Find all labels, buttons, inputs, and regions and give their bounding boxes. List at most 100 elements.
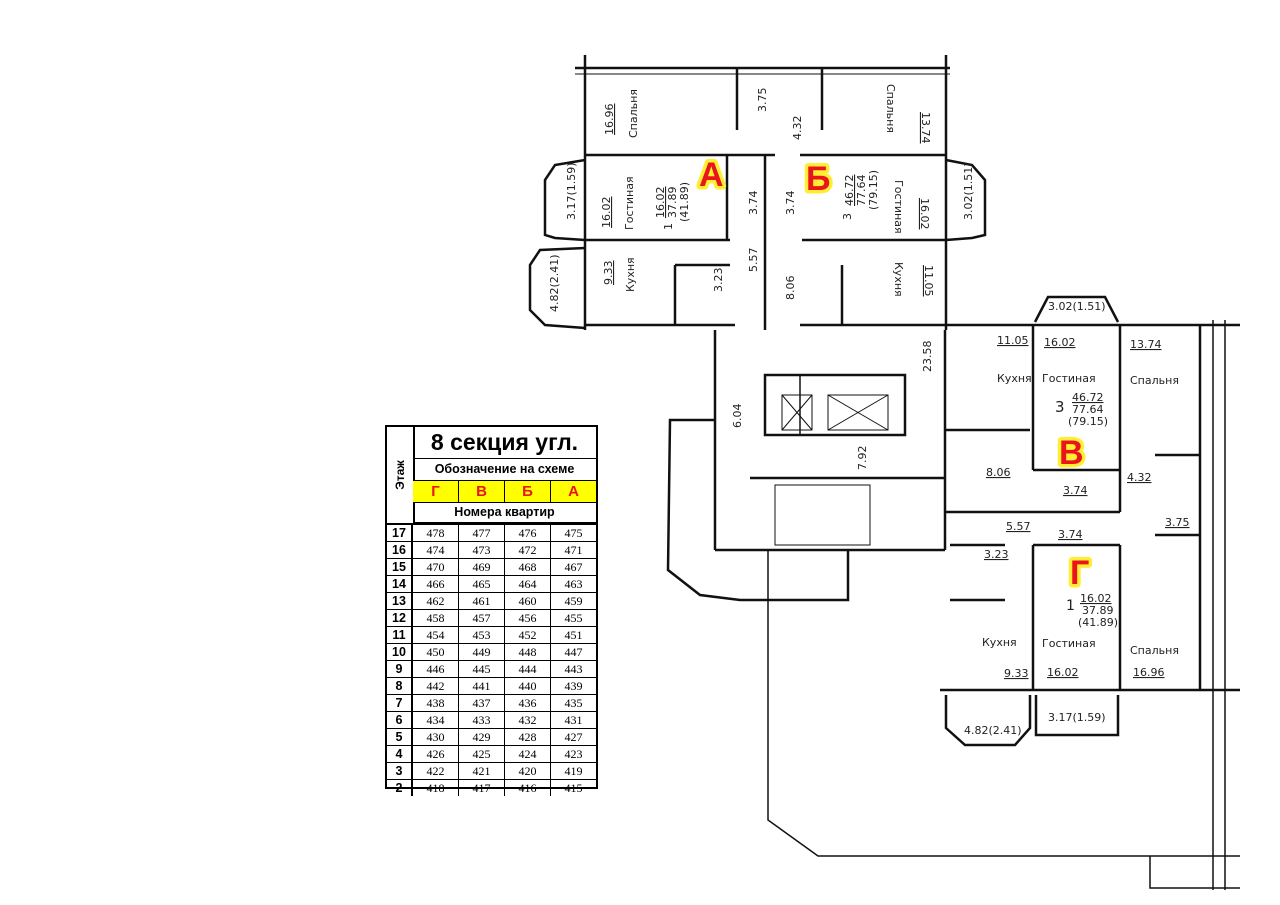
- label: Гостиная: [623, 176, 636, 230]
- label: 23.58: [921, 341, 934, 373]
- label: 3.74: [784, 191, 797, 216]
- label: 5.57: [1006, 520, 1031, 533]
- floor-number: 6: [387, 712, 413, 728]
- label: Гостиная: [892, 180, 905, 234]
- apartment-number: 423: [564, 747, 583, 761]
- apartment-number: 455: [564, 611, 583, 625]
- apartment-number: 443: [564, 662, 583, 676]
- label: 3.75: [756, 88, 769, 113]
- floor-number: 10: [387, 644, 413, 660]
- label: 3.75: [1165, 516, 1190, 529]
- apartment-number: 445: [459, 661, 505, 677]
- apartment-number: 453: [459, 627, 505, 643]
- label: 1: [662, 223, 675, 230]
- label: 3.74: [747, 191, 760, 216]
- apartment-number: 442: [413, 678, 459, 694]
- apartment-number: 420: [505, 763, 551, 779]
- label: Гостиная: [1042, 637, 1096, 650]
- label: Спальня: [1130, 644, 1179, 657]
- label: 37.89: [666, 187, 679, 219]
- floor-number: 11: [387, 627, 413, 643]
- apartment-number: 428: [505, 729, 551, 745]
- marker-b: Б: [806, 160, 830, 198]
- letter-g: Г: [413, 481, 459, 502]
- apartment-number: 440: [505, 678, 551, 694]
- apartment-number: 417: [459, 780, 505, 796]
- floor-number: 5: [387, 729, 413, 745]
- apartment-number: 430: [413, 729, 459, 745]
- apartment-number: 456: [505, 610, 551, 626]
- floor-number: 8: [387, 678, 413, 694]
- apartment-number: 419: [564, 764, 583, 778]
- label: 46.72: [843, 175, 856, 207]
- apartment-number: 441: [459, 678, 505, 694]
- apartment-number: 472: [505, 542, 551, 558]
- apartment-number: 473: [459, 542, 505, 558]
- floor-header: Этаж: [387, 427, 415, 522]
- apartment-number: 471: [564, 543, 583, 557]
- apartment-number: 466: [413, 576, 459, 592]
- apartment-number: 444: [505, 661, 551, 677]
- apartment-number: 461: [459, 593, 505, 609]
- label: 4.32: [1127, 471, 1152, 484]
- label: 3.23: [984, 548, 1009, 561]
- apartment-legend-table: Этаж 8 секция угл. Обозначение на схеме …: [385, 425, 598, 796]
- apartment-number: 447: [564, 645, 583, 659]
- apartment-number: 448: [505, 644, 551, 660]
- label: Кухня: [624, 257, 637, 292]
- label: 16.96: [1133, 666, 1165, 679]
- apartment-number: 463: [564, 577, 583, 591]
- label: 46.72: [1072, 391, 1104, 404]
- apartment-number: 470: [413, 559, 459, 575]
- label: 37.89: [1082, 604, 1114, 617]
- label: 3.17(1.59): [1048, 711, 1106, 724]
- apartment-number: 457: [459, 610, 505, 626]
- apartment-number: 431: [564, 713, 583, 727]
- apartment-number: 469: [459, 559, 505, 575]
- label: 3: [841, 213, 854, 220]
- label: Спальня: [884, 84, 897, 133]
- label: (79.15): [1068, 415, 1108, 428]
- label: 13.74: [1130, 338, 1162, 351]
- room-labels: Спальня 16.96 Гостиная 16.02 1 16.02 37.…: [548, 84, 1190, 737]
- marker-g: Г: [1070, 554, 1089, 592]
- apartment-number: 468: [505, 559, 551, 575]
- apartment-number: 476: [505, 525, 551, 541]
- apartment-number: 425: [459, 746, 505, 762]
- apartment-number: 462: [413, 593, 459, 609]
- label: 16.02: [600, 197, 613, 229]
- label: 3.23: [712, 268, 725, 293]
- apartment-number: 416: [505, 780, 551, 796]
- apartment-number: 464: [505, 576, 551, 592]
- apartment-number: 467: [564, 560, 583, 574]
- label: 9.33: [602, 261, 615, 286]
- label: 5.57: [747, 248, 760, 273]
- letter-a: А: [568, 483, 579, 500]
- apartment-number: 438: [413, 695, 459, 711]
- apartment-number: 427: [564, 730, 583, 744]
- apartment-number: 429: [459, 729, 505, 745]
- label: Спальня: [1130, 374, 1179, 387]
- apartment-number: 454: [413, 627, 459, 643]
- label: 16.02: [1080, 592, 1112, 605]
- label: 16.02: [654, 187, 667, 219]
- label: 16.02: [1044, 336, 1076, 349]
- apartment-number: 437: [459, 695, 505, 711]
- letter-b: Б: [505, 481, 551, 502]
- letter-v: В: [459, 481, 505, 502]
- label: 8.06: [784, 276, 797, 301]
- floor-number: 4: [387, 746, 413, 762]
- label: 3.17(1.59): [565, 162, 578, 220]
- floor-number: 13: [387, 593, 413, 609]
- apartment-number: 475: [564, 526, 583, 540]
- apartment-number: 452: [505, 627, 551, 643]
- floor-number: 17: [387, 525, 413, 541]
